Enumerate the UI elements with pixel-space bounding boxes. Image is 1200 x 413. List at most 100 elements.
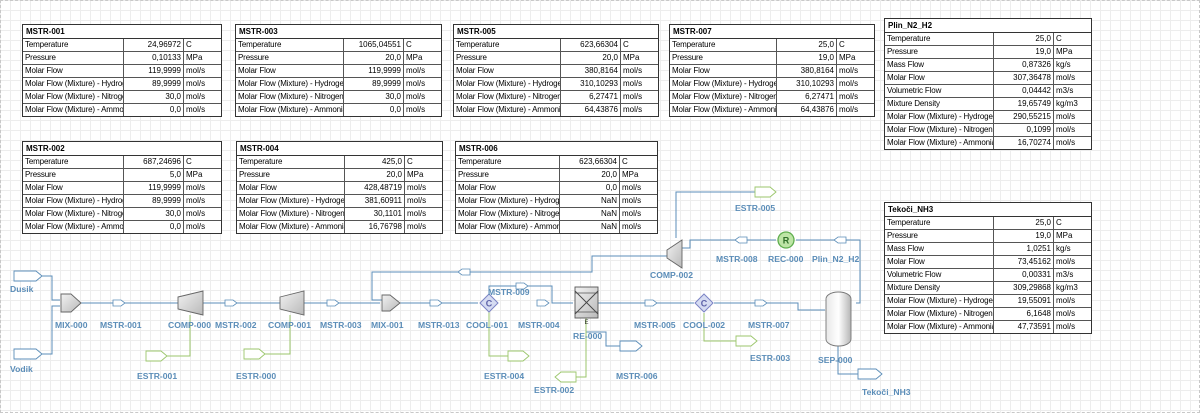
property-unit: mol/s — [622, 183, 642, 192]
property-name: Molar Flow — [23, 182, 124, 194]
cooler-cool-001-icon[interactable] — [479, 293, 499, 313]
label-mstr-007: MSTR-007 — [748, 320, 790, 330]
label-re-000: RE-000 — [573, 331, 602, 341]
property-name: Temperature — [454, 39, 561, 51]
recycle-rec-000-icon[interactable] — [777, 231, 795, 249]
property-unit: MPa — [1056, 231, 1073, 240]
property-unit: C — [1056, 218, 1062, 227]
property-value: 623,66304 — [561, 39, 621, 51]
property-unit: mol/s — [623, 79, 643, 88]
property-value: 5,0 — [124, 169, 184, 181]
property-unit: mol/s — [839, 79, 859, 88]
property-value: 0,87326 — [994, 59, 1054, 71]
label-mstr-008: MSTR-008 — [716, 254, 758, 264]
property-value: 1,0251 — [994, 243, 1054, 255]
property-unit: C — [406, 40, 412, 49]
property-value: 19,0 — [777, 52, 837, 64]
property-name: Pressure — [236, 52, 344, 64]
property-name: Molar Flow (Mixture) - Ammonia — [887, 137, 994, 149]
property-unit: kg/m3 — [1056, 283, 1078, 292]
label-vodik: Vodik — [10, 364, 33, 374]
compressor-comp-001-icon[interactable] — [279, 290, 305, 316]
property-unit: mol/s — [406, 105, 426, 114]
property-unit: mol/s — [407, 209, 427, 218]
property-value: NaN — [560, 208, 620, 220]
estr-001-energy-icon[interactable] — [145, 350, 168, 362]
label-estr-002: ESTR-002 — [534, 385, 574, 395]
property-value: 30,1101 — [345, 208, 405, 220]
property-unit: mol/s — [1056, 138, 1076, 147]
compressor-comp-000-icon[interactable] — [177, 290, 204, 316]
label-sep-000: SEP-000 — [818, 355, 853, 365]
label-mix-000: MIX-000 — [55, 320, 88, 330]
property-unit: C — [407, 157, 413, 166]
mstr-006-stream-icon[interactable] — [619, 340, 643, 352]
property-unit: mol/s — [186, 209, 206, 218]
estr-004-energy-icon[interactable] — [507, 350, 530, 362]
property-unit: mol/s — [407, 183, 427, 192]
property-value: 24,96972 — [124, 39, 184, 51]
property-unit: mol/s — [623, 66, 643, 75]
estr-000-energy-icon[interactable] — [243, 348, 266, 360]
property-name: Molar Flow (Mixture) - Ammonia — [458, 221, 560, 233]
cooler-cool-002-icon[interactable] — [694, 293, 714, 313]
property-name: Mass Flow — [885, 59, 994, 71]
property-value: 307,36478 — [994, 72, 1054, 84]
mixer-mix-001-icon[interactable] — [381, 294, 401, 312]
dusik-stream-icon[interactable] — [13, 270, 43, 282]
arrow-marker — [734, 236, 748, 244]
property-name: Molar Flow (Mixture) - Nitrogen — [239, 208, 345, 220]
vodik-stream-icon[interactable] — [13, 348, 43, 360]
mixer-mix-000-icon[interactable] — [60, 293, 82, 313]
property-value: 25,0 — [994, 217, 1054, 229]
svg-text:C: C — [701, 299, 708, 309]
label-mstr-006: MSTR-006 — [616, 371, 658, 381]
property-unit: MPa — [186, 170, 203, 179]
property-value: 19,0 — [994, 230, 1054, 242]
tekoci-nh3-stream-icon[interactable] — [857, 368, 883, 380]
property-unit: mol/s — [839, 92, 859, 101]
label-rec-000: REC-000 — [768, 254, 804, 264]
property-name: Molar Flow (Mixture) - Hydrogen — [458, 195, 560, 207]
label-comp-000: COMP-000 — [168, 320, 211, 330]
separator-sep-000-icon[interactable] — [825, 291, 852, 347]
property-value: 6,27471 — [561, 91, 621, 103]
label-estr-003: ESTR-003 — [750, 353, 790, 363]
property-name: Pressure — [885, 230, 994, 242]
property-unit: mol/s — [1056, 125, 1076, 134]
estr-005-energy-icon[interactable] — [754, 186, 777, 198]
reactor-re-000-icon[interactable] — [574, 286, 599, 319]
property-unit: MPa — [407, 170, 424, 179]
compressor-comp-002-icon[interactable] — [666, 239, 683, 269]
property-value: 119,9999 — [344, 65, 404, 77]
label-mstr-002: MSTR-002 — [215, 320, 257, 330]
property-value: 89,9999 — [124, 195, 184, 207]
estr-002-energy-icon[interactable] — [554, 371, 577, 383]
estr-003-energy-icon[interactable] — [735, 335, 758, 347]
property-unit: mol/s — [186, 79, 206, 88]
property-value: 1065,04551 — [344, 39, 404, 51]
